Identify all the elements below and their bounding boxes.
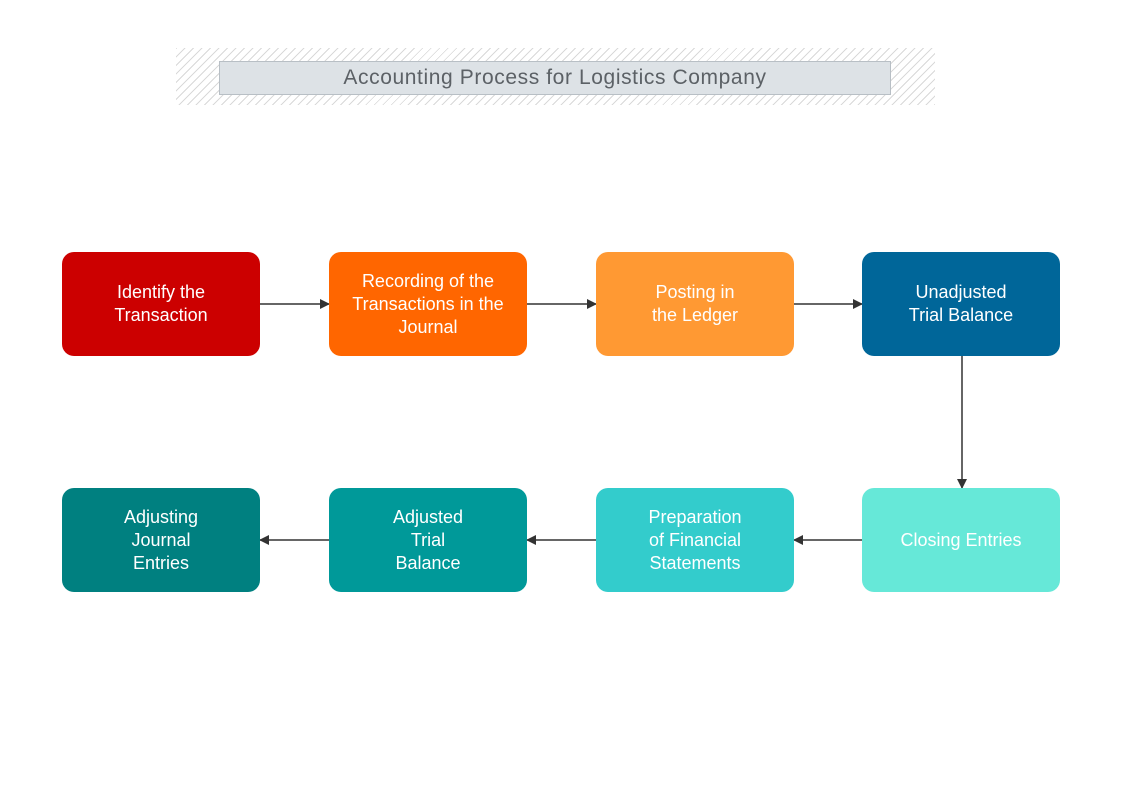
step-identify-transaction[interactable]: Identify the Transaction — [62, 252, 260, 356]
step-adjusting-journal-entries[interactable]: Adjusting Journal Entries — [62, 488, 260, 592]
step-unadjusted-trial-balance[interactable]: Unadjusted Trial Balance — [862, 252, 1060, 356]
step-financial-statements[interactable]: Preparation of Financial Statements — [596, 488, 794, 592]
step-recording-journal[interactable]: Recording of the Transactions in the Jou… — [329, 252, 527, 356]
step-posting-ledger[interactable]: Posting in the Ledger — [596, 252, 794, 356]
step-closing-entries[interactable]: Closing Entries — [862, 488, 1060, 592]
diagram-title: Accounting Process for Logistics Company — [219, 61, 891, 95]
step-adjusted-trial-balance[interactable]: Adjusted Trial Balance — [329, 488, 527, 592]
